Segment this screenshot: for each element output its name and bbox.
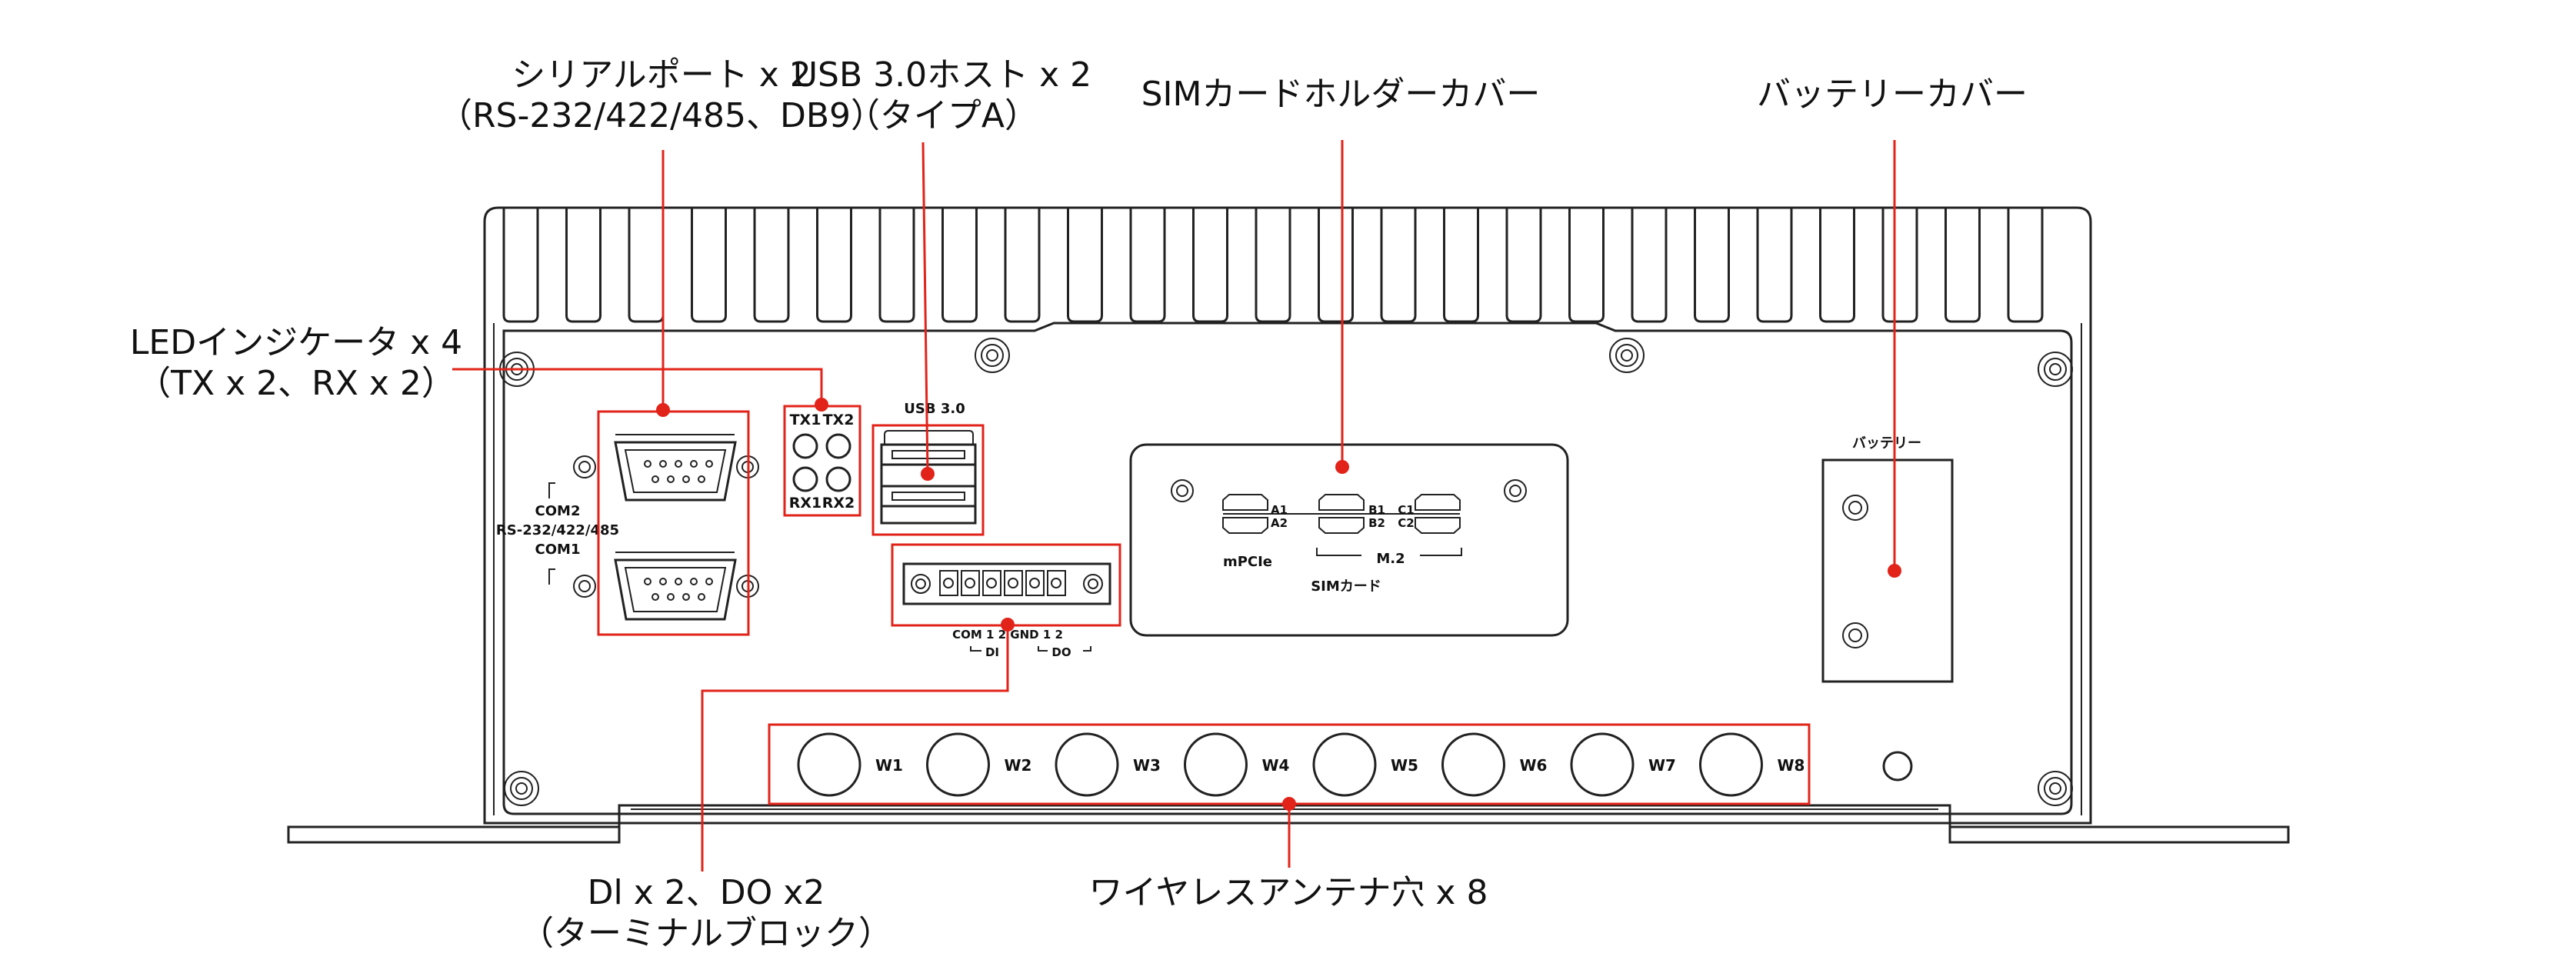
heatsink-fin (1505, 208, 1542, 323)
heatsink-fin (628, 208, 665, 323)
antenna-hole-icon (1570, 732, 1635, 797)
antenna-hole-icon (797, 732, 861, 797)
antenna-hole-icon (1184, 732, 1248, 797)
antenna-holes: W1 W2 W3 W4 W5 W6 W7 W8 (797, 732, 1805, 797)
heatsink-fin (1694, 208, 1730, 323)
heatsink-fin (565, 208, 602, 323)
heatsink-fin (1192, 208, 1228, 323)
ground-screw (1882, 751, 1913, 782)
heatsink-fin (1443, 208, 1479, 323)
battery-cover-callout: バッテリーカバー (1757, 75, 2028, 114)
slot-c1-label: C1 (1398, 503, 1414, 517)
dio-callout-line2: （ターミナルブロック） (520, 914, 892, 953)
led-rx2-label: RX2 (822, 495, 855, 512)
heatsink-fin (502, 208, 539, 323)
heatsink-fin (878, 208, 915, 323)
led-icon (792, 466, 818, 492)
battery-cover: バッテリー (1821, 435, 1954, 683)
antenna-callout: ワイヤレスアンテナ穴 x 8 (1089, 873, 1488, 912)
antenna-label: W4 (1262, 756, 1290, 775)
heatsink-fin (1129, 208, 1166, 323)
callout-lines (452, 140, 1901, 872)
antenna-label: W8 (1778, 756, 1805, 775)
antenna-hole-icon (1441, 732, 1505, 797)
led-callout-line2: （TX x 2、RX x 2） (137, 364, 455, 403)
db9-pins (644, 460, 713, 483)
chassis (483, 206, 2092, 825)
battery-label: バッテリー (1852, 435, 1921, 452)
terminal-pins (939, 570, 1066, 596)
slot-a1-label: A1 (1271, 503, 1288, 517)
antenna-label: W2 (1005, 756, 1032, 775)
chassis-screws (499, 338, 2073, 806)
m2-label: M.2 (1376, 551, 1405, 567)
led-icon (825, 433, 851, 459)
led-tx2-label: TX2 (823, 412, 855, 428)
slot-a2-label: A2 (1271, 516, 1288, 530)
led-tx1-label: TX1 (790, 412, 821, 428)
heatsink-fin (1067, 208, 1103, 323)
antenna-label: W1 (875, 756, 903, 775)
di-label: DI (985, 645, 999, 659)
antenna-label: W5 (1391, 756, 1418, 775)
screw-icon (2038, 352, 2073, 387)
led-icon (792, 433, 818, 459)
led-icon (825, 466, 851, 492)
sim-cover-callout: SIMカードホルダーカバー (1141, 75, 1541, 114)
antenna-label: W3 (1133, 756, 1161, 775)
heatsink-fin (1004, 208, 1041, 323)
usb-callout-line2: （タイプA） (846, 96, 1038, 135)
heatsink-fin (1881, 208, 1918, 323)
heatsink-fin (1380, 208, 1417, 323)
do-label: DO (1051, 645, 1071, 659)
screw-icon (1609, 338, 1645, 373)
led-indicators: TX1 TX2 RX1 RX2 (783, 405, 861, 517)
heatsink-fin (1568, 208, 1605, 323)
sim-card-label: SIMカード (1311, 578, 1381, 595)
heatsink-fin (753, 208, 790, 323)
sim-holder-cover: A1 A2 B1 B2 C1 C2 mPCIe M.2 SIMカード (1129, 443, 1569, 637)
serial-callout-line1: シリアルポート x 2 (512, 55, 811, 95)
antenna-label: W6 (1520, 756, 1548, 775)
heatsink-fin (941, 208, 978, 323)
antenna-hole-icon (1699, 732, 1763, 797)
callout-texts: シリアルポート x 2 （RS-232/422/485、DB9） USB 3.0… (130, 55, 2028, 953)
mpcie-label: mPCIe (1223, 554, 1272, 570)
heatsink-fin (1944, 208, 1981, 323)
heatsink-fin (2007, 208, 2044, 323)
slot-c2-label: C2 (1398, 516, 1414, 530)
usb30-label: USB 3.0 (904, 401, 965, 417)
heatsink-fin (1631, 208, 1668, 323)
com1-label: COM1 (535, 542, 581, 558)
com2-label: COM2 (535, 503, 581, 519)
heatsink-fin (1255, 208, 1291, 323)
screw-icon (2038, 771, 2073, 806)
usb-callout-line1: USB 3.0ホスト x 2 (793, 55, 1091, 95)
antenna-hole-icon (1312, 732, 1377, 797)
db9-pins (644, 578, 713, 601)
dio-callout-line1: Dl x 2、DO x2 (588, 873, 825, 912)
heatsink-fin (1318, 208, 1354, 323)
sim-slots (1222, 494, 1461, 534)
heatsink-fin (1819, 208, 1855, 323)
antenna-hole-icon (1055, 732, 1119, 797)
slot-b1-label: B1 (1368, 503, 1385, 517)
heatsink-fin (1756, 208, 1793, 323)
antenna-label: W7 (1648, 756, 1676, 775)
heatsink-fins (502, 208, 2044, 323)
heatsink-fin (691, 208, 727, 323)
heatsink-fin (816, 208, 852, 323)
screw-icon (975, 338, 1010, 373)
screw-icon (504, 771, 539, 806)
rs-standard-label: RS-232/422/485 (496, 522, 619, 538)
serial-ports: COM2 RS-232/422/485 COM1 (496, 410, 759, 636)
serial-callout-line2: （RS-232/422/485、DB9） (438, 96, 885, 135)
led-rx1-label: RX1 (789, 495, 822, 512)
antenna-hole-icon (926, 732, 990, 797)
slot-b2-label: B2 (1368, 516, 1385, 530)
terminal-block: COM 1 2 GND 1 2 DI DO (891, 543, 1121, 659)
led-callout-line1: LEDインジケータ x 4 (130, 323, 462, 362)
